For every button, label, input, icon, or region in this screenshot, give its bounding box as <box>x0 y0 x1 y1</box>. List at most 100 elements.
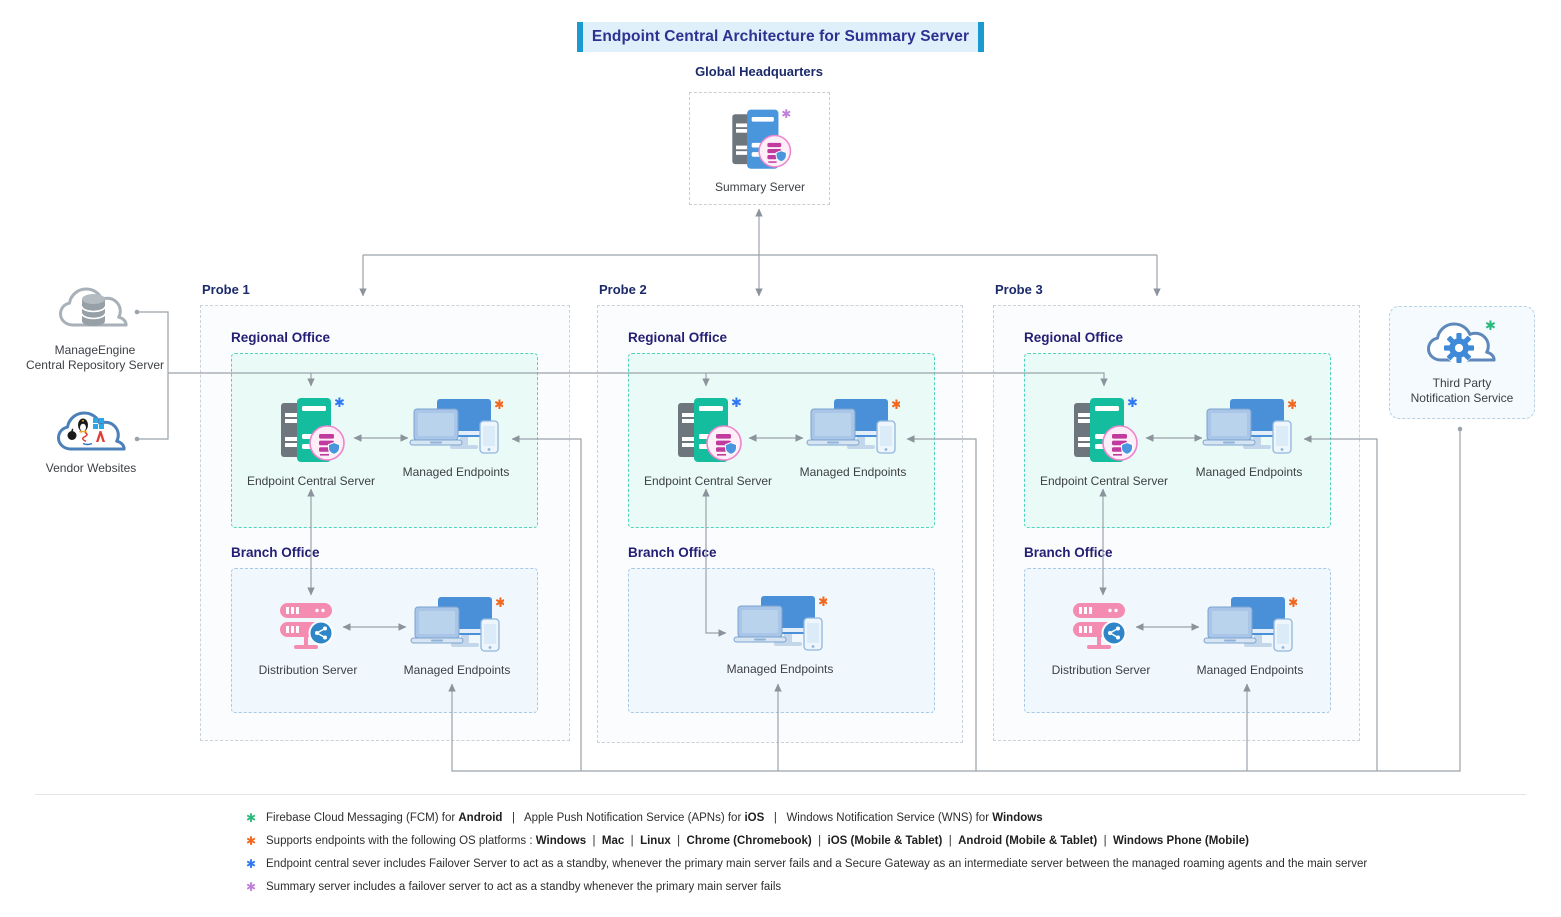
failover-badge-icon <box>706 425 742 461</box>
laptop-icon <box>1202 408 1256 446</box>
probe-1-endpoint-central-server-node: ✱ Endpoint Central Server <box>221 393 401 489</box>
failover-note-asterisk: ✱ <box>1127 395 1138 410</box>
failover-badge-icon <box>758 134 792 168</box>
summary-note-asterisk: ✱ <box>781 107 791 121</box>
legend: ✱ Firebase Cloud Messaging (FCM) for And… <box>246 811 1367 903</box>
probe-2-regional-endpoints-node: ✱ Managed Endpoints <box>763 398 943 480</box>
phone-icon <box>1272 420 1292 454</box>
distribution-server-label: Distribution Server <box>1051 663 1151 677</box>
probe-2-label: Probe 2 <box>599 282 647 297</box>
vendor-cloud-icon <box>57 411 126 451</box>
title-banner: Endpoint Central Architecture for Summar… <box>577 22 984 52</box>
phone-icon <box>876 420 896 454</box>
managed-endpoints-icon: ✱ <box>410 596 504 652</box>
probe-3-branch-endpoints-node: ✱ Managed Endpoints <box>1160 596 1340 678</box>
probe-1-regional-office-label: Regional Office <box>231 330 331 345</box>
cloud-database-icon <box>59 287 128 327</box>
probe-1-label: Probe 1 <box>202 282 250 297</box>
managed-endpoints-icon: ✱ <box>1203 596 1297 652</box>
failover-badge-icon <box>1102 425 1138 461</box>
laptop-icon <box>733 605 787 643</box>
distribution-server-label: Distribution Server <box>258 663 358 677</box>
laptop-icon <box>410 606 464 644</box>
os-note-asterisk: ✱ <box>1287 398 1296 412</box>
windows-logo-icon <box>93 418 104 429</box>
managed-endpoints-label: Managed Endpoints <box>1196 663 1304 677</box>
endpoint-central-server-label: Endpoint Central Server <box>246 474 376 488</box>
green-asterisk-icon: ✱ <box>246 811 257 825</box>
push-note-asterisk: ✱ <box>1485 318 1496 333</box>
failover-badge-icon <box>309 425 345 461</box>
probe-3-branch-office-label: Branch Office <box>1024 545 1113 560</box>
repository-node: ManageEngine Central Repository Server <box>5 282 185 373</box>
summary-server-icon: ✱ <box>732 107 792 169</box>
endpoint-central-server-label: Endpoint Central Server <box>1039 474 1169 488</box>
adobe-logo-icon <box>96 431 105 442</box>
legend-text: Summary server includes a failover serve… <box>266 881 782 893</box>
summary-server-label: Summary Server <box>714 180 806 194</box>
distribution-server-icon <box>1073 603 1127 649</box>
page-title: Endpoint Central Architecture for Summar… <box>591 28 970 45</box>
managed-endpoints-label: Managed Endpoints <box>799 465 907 479</box>
third-party-label-line2: Notification Service <box>1410 391 1514 405</box>
probe-3-label: Probe 3 <box>995 282 1043 297</box>
legend-item-failover-gateway: ✱ Endpoint central sever includes Failov… <box>246 857 1367 872</box>
endpoint-central-server-icon: ✱ <box>281 395 345 462</box>
java-logo-icon <box>82 431 93 446</box>
legend-text: Endpoint central sever includes Failover… <box>266 858 1368 870</box>
cloud-gear-icon: ✱ <box>1427 318 1496 364</box>
managed-endpoints-icon: ✱ <box>806 398 900 454</box>
probe-1-distribution-server-node: Distribution Server <box>218 596 398 678</box>
probe-2-branch-endpoints-node: ✱ Managed Endpoints <box>690 595 870 677</box>
managed-endpoints-icon: ✱ <box>1202 398 1296 454</box>
os-note-asterisk: ✱ <box>494 398 503 412</box>
repository-label-line2: Central Repository Server <box>25 358 165 372</box>
database-cylinder <box>81 294 106 326</box>
apple-logo-icon <box>67 428 77 440</box>
endpoint-central-server-label: Endpoint Central Server <box>643 474 773 488</box>
wire-dot-third-party <box>1457 426 1463 432</box>
probe-1-regional-endpoints-node: ✱ Managed Endpoints <box>366 398 546 480</box>
third-party-label-line1: Third Party <box>1432 376 1492 390</box>
managed-endpoints-label: Managed Endpoints <box>402 465 510 479</box>
vendor-websites-node: Vendor Websites <box>1 406 181 476</box>
global-headquarters-label: Global Headquarters <box>695 64 823 79</box>
share-badge-icon <box>1101 620 1127 646</box>
os-note-asterisk: ✱ <box>1288 596 1297 610</box>
third-party-notification-box: ✱ Third Party Notification Service <box>1389 306 1535 419</box>
failover-note-asterisk: ✱ <box>334 395 345 410</box>
endpoint-central-server-icon: ✱ <box>678 395 742 462</box>
managed-endpoints-icon: ✱ <box>409 398 503 454</box>
managed-endpoints-label: Managed Endpoints <box>403 663 511 677</box>
footer-divider <box>35 794 1526 795</box>
repository-label-line1: ManageEngine <box>54 343 136 357</box>
summary-server-box: ✱ Summary Server <box>689 92 830 205</box>
distribution-server-icon <box>280 603 334 649</box>
laptop-icon <box>409 408 463 446</box>
probe-1-section: Probe 1 Regional Office Branch Office <box>200 282 570 741</box>
laptop-icon <box>806 408 860 446</box>
purple-asterisk-icon: ✱ <box>246 880 257 894</box>
legend-text: Firebase Cloud Messaging (FCM) for Andro… <box>266 812 1043 824</box>
probe-2-regional-office-label: Regional Office <box>628 330 728 345</box>
phone-icon <box>1273 618 1293 652</box>
probe-3-section: Probe 3 Regional Office Branch Office <box>993 282 1360 741</box>
probe-3-regional-endpoints-node: ✱ Managed Endpoints <box>1159 398 1339 480</box>
phone-icon <box>803 617 823 651</box>
legend-text: Supports endpoints with the following OS… <box>266 835 1249 847</box>
probe-1-branch-office-label: Branch Office <box>231 545 320 560</box>
managed-endpoints-label: Managed Endpoints <box>1195 465 1303 479</box>
endpoint-central-server-icon: ✱ <box>1074 395 1138 462</box>
blue-asterisk-icon: ✱ <box>246 857 257 871</box>
legend-item-summary-failover: ✱ Summary server includes a failover ser… <box>246 880 1367 895</box>
os-note-asterisk: ✱ <box>818 595 827 609</box>
probe-2-section: Probe 2 Regional Office Branch Office <box>597 282 963 743</box>
laptop-icon <box>1203 606 1257 644</box>
phone-icon <box>479 420 499 454</box>
title-accent-left <box>577 22 583 52</box>
probe-3-regional-office-label: Regional Office <box>1024 330 1124 345</box>
title-accent-right <box>978 22 984 52</box>
failover-note-asterisk: ✱ <box>731 395 742 410</box>
managed-endpoints-label: Managed Endpoints <box>726 662 834 676</box>
legend-item-push-services: ✱ Firebase Cloud Messaging (FCM) for And… <box>246 811 1367 826</box>
